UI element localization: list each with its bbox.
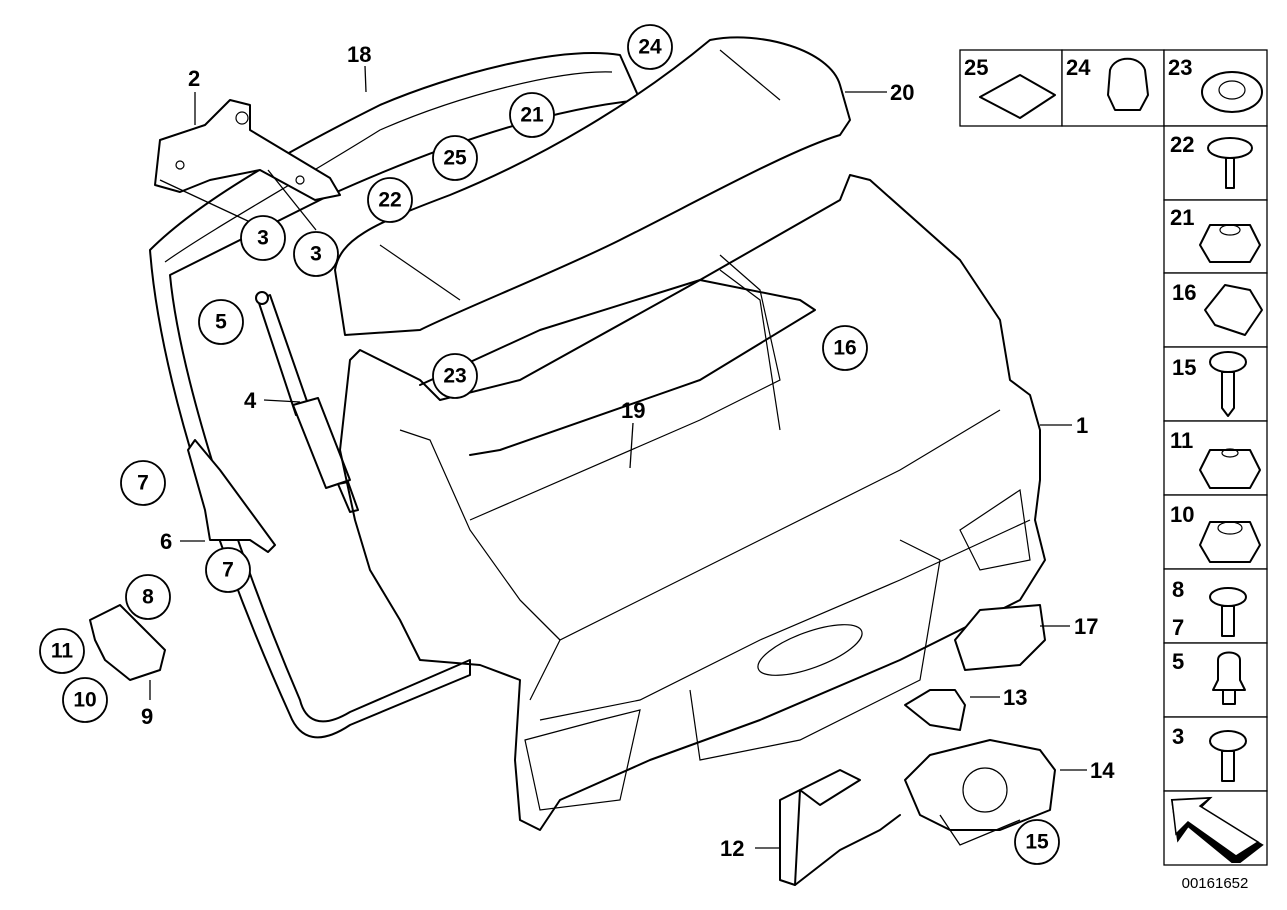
- label-19: 19: [621, 398, 645, 423]
- svg-text:3: 3: [1172, 724, 1184, 749]
- callout-7b: 7: [205, 547, 251, 593]
- svg-text:24: 24: [638, 36, 662, 59]
- svg-text:16: 16: [1172, 280, 1196, 305]
- svg-text:8: 8: [1172, 577, 1184, 602]
- svg-text:11: 11: [1170, 428, 1193, 453]
- svg-text:5: 5: [215, 311, 227, 334]
- svg-text:15: 15: [1172, 355, 1196, 380]
- svg-text:7: 7: [137, 472, 149, 495]
- svg-text:21: 21: [1170, 205, 1194, 230]
- fastener-clip-icon: [979, 74, 1056, 119]
- bracket: [187, 439, 276, 553]
- grommet-icon: [1107, 57, 1149, 111]
- svg-text:23: 23: [1168, 55, 1192, 80]
- gas-strut: [255, 291, 359, 513]
- clip-icon: [1204, 284, 1263, 336]
- svg-text:8: 8: [142, 586, 154, 609]
- callout-10: 10: [62, 677, 108, 723]
- svg-text:7: 7: [222, 559, 234, 582]
- svg-text:22: 22: [378, 189, 401, 212]
- svg-text:16: 16: [833, 337, 856, 360]
- label-18: 18: [347, 42, 371, 67]
- svg-text:7: 7: [1172, 615, 1184, 640]
- svg-text:25: 25: [443, 147, 467, 170]
- callout-11: 11: [39, 628, 85, 674]
- callout-22: 22: [367, 177, 413, 223]
- callout-15: 15: [1014, 819, 1060, 865]
- camera-switch: [954, 604, 1046, 671]
- label-6: 6: [160, 529, 172, 554]
- svg-text:5: 5: [1172, 649, 1184, 674]
- svg-text:21: 21: [520, 104, 544, 127]
- label-1: 1: [1076, 413, 1088, 438]
- callout-5: 5: [198, 299, 244, 345]
- label-9: 9: [141, 704, 153, 729]
- drawing-number: 00161652: [1182, 875, 1249, 892]
- nut-icon: [1199, 521, 1261, 563]
- label-13: 13: [1003, 685, 1027, 710]
- svg-text:25: 25: [964, 55, 988, 80]
- callout-16: 16: [822, 325, 868, 371]
- svg-text:11: 11: [51, 640, 74, 663]
- label-17: 17: [1074, 614, 1098, 639]
- callout-25: 25: [432, 135, 478, 181]
- callout-24: 24: [627, 24, 673, 70]
- label-12: 12: [720, 836, 744, 861]
- expanding-nut-icon: [1201, 71, 1263, 113]
- screw-icon: [1207, 137, 1253, 159]
- callout-23: 23: [432, 353, 478, 399]
- svg-text:10: 10: [73, 689, 96, 712]
- callout-21: 21: [509, 92, 555, 138]
- svg-text:10: 10: [1170, 502, 1194, 527]
- lock-striker: [89, 604, 166, 681]
- tailgate-lock: [904, 739, 1056, 831]
- svg-text:15: 15: [1025, 831, 1049, 854]
- torx-screw-icon: [1209, 587, 1247, 607]
- label-4: 4: [244, 388, 257, 413]
- callout-7a: 7: [120, 460, 166, 506]
- svg-text:22: 22: [1170, 132, 1194, 157]
- svg-text:3: 3: [257, 227, 269, 250]
- legend-column: 22 21 16 15 11 10 8 7 5 3: [1163, 125, 1268, 866]
- svg-text:24: 24: [1066, 55, 1091, 80]
- callout-3a: 3: [240, 215, 286, 261]
- nut-icon: [1199, 224, 1261, 263]
- trim-strip: [419, 279, 816, 456]
- leader-lines: [149, 65, 1087, 849]
- cover-cap: [904, 689, 966, 731]
- handle-cable: [779, 789, 801, 886]
- callout-8: 8: [125, 574, 171, 620]
- ball-stud-icon: [1212, 651, 1246, 691]
- legend-top-row: 25 24 23: [959, 49, 1268, 127]
- label-14: 14: [1090, 758, 1115, 783]
- label-20: 20: [890, 80, 914, 105]
- svg-text:3: 3: [310, 243, 322, 266]
- callout-3b: 3: [293, 231, 339, 277]
- rear-window: [334, 36, 851, 336]
- tailgate-frame: [339, 174, 1046, 831]
- nut-icon: [1199, 449, 1261, 489]
- hinge: [154, 99, 341, 201]
- tailgate-seal: [149, 52, 641, 739]
- label-2: 2: [188, 66, 200, 91]
- screw-icon: [1209, 730, 1247, 752]
- torx-screw-icon: [1209, 351, 1247, 373]
- svg-text:23: 23: [443, 365, 466, 388]
